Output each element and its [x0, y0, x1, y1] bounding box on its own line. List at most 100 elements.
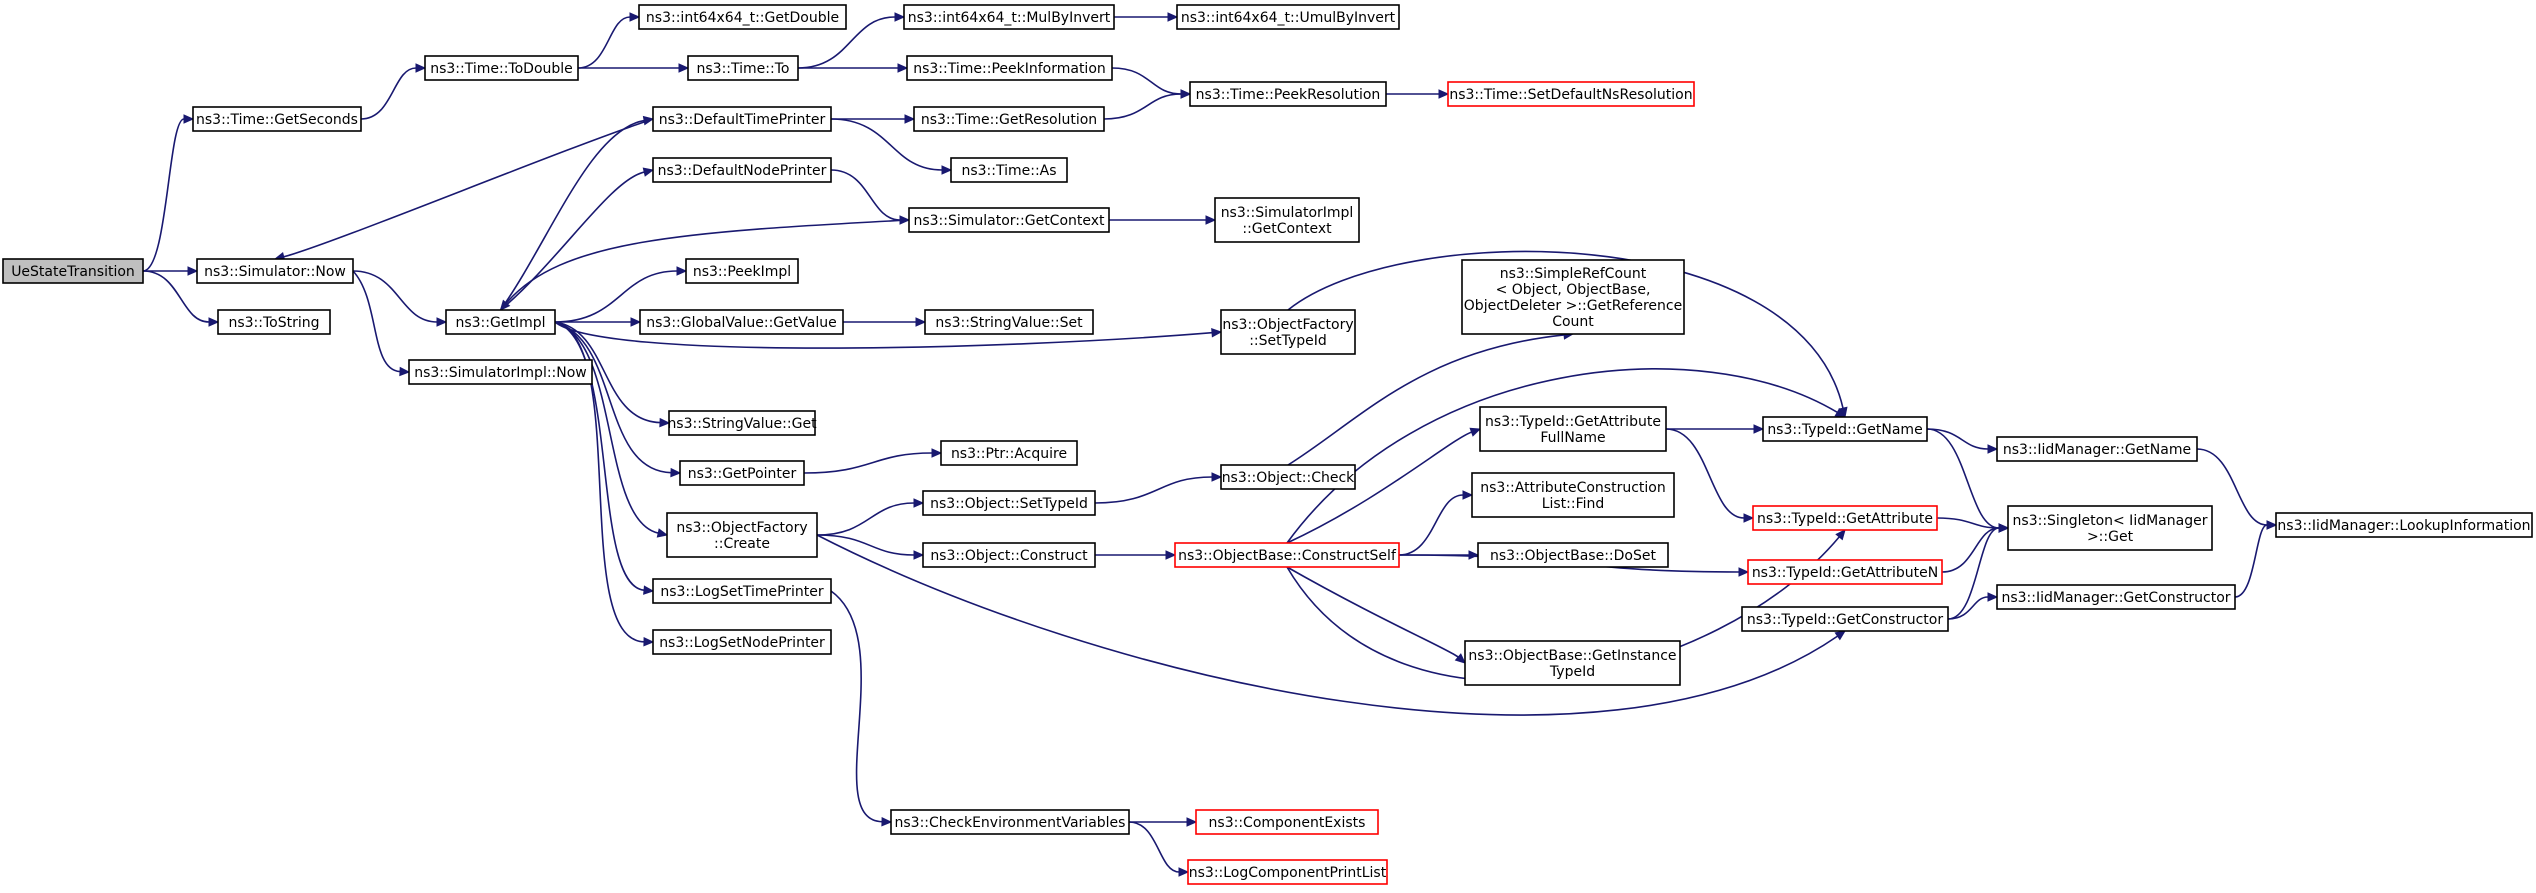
node-box[interactable]: [652, 106, 832, 132]
node-box[interactable]: [192, 106, 362, 132]
node-box[interactable]: [668, 410, 816, 436]
node-box[interactable]: [1187, 859, 1388, 885]
node-box[interactable]: [1741, 606, 1949, 632]
node-ofsettypeid[interactable]: ns3::ObjectFactory::SetTypeId: [1220, 309, 1356, 355]
node-box[interactable]: [666, 512, 818, 558]
node-gvgetvalue[interactable]: ns3::GlobalValue::GetValue: [639, 309, 844, 335]
node-box[interactable]: [1195, 809, 1379, 835]
node-box[interactable]: [950, 157, 1068, 183]
node-box[interactable]: [685, 258, 799, 284]
node-box[interactable]: [1479, 406, 1667, 452]
node-objsettypeid[interactable]: ns3::Object::SetTypeId: [922, 490, 1096, 516]
node-umulbyinvert[interactable]: ns3::int64x64_t::UmulByInvert: [1176, 4, 1400, 30]
node-timeto[interactable]: ns3::Time::To: [687, 55, 799, 81]
node-ptracquire[interactable]: ns3::Ptr::Acquire: [940, 440, 1078, 466]
node-box[interactable]: [1176, 4, 1400, 30]
node-box[interactable]: [903, 4, 1115, 30]
node-box[interactable]: [639, 309, 844, 335]
node-box[interactable]: [924, 309, 1094, 335]
node-uestate[interactable]: UeStateTransition: [2, 258, 144, 284]
node-box[interactable]: [1189, 81, 1387, 107]
node-box[interactable]: [908, 207, 1110, 233]
node-box[interactable]: [424, 55, 579, 81]
node-svget[interactable]: ns3::StringValue::Get: [667, 410, 817, 436]
node-logsettime[interactable]: ns3::LogSetTimePrinter: [652, 578, 832, 604]
node-checkenv[interactable]: ns3::CheckEnvironmentVariables: [890, 809, 1130, 835]
node-ofcreate[interactable]: ns3::ObjectFactory::Create: [666, 512, 818, 558]
node-simnow[interactable]: ns3::Simulator::Now: [196, 258, 354, 284]
node-box[interactable]: [1477, 542, 1669, 568]
node-obdoset[interactable]: ns3::ObjectBase::DoSet: [1477, 542, 1669, 568]
node-box[interactable]: [1464, 640, 1681, 686]
node-box[interactable]: [1447, 81, 1695, 107]
node-box[interactable]: [2, 258, 144, 284]
node-tidgetconstructor[interactable]: ns3::TypeId::GetConstructor: [1741, 606, 1949, 632]
node-box[interactable]: [445, 309, 556, 335]
node-box[interactable]: [890, 809, 1130, 835]
node-box[interactable]: [1174, 542, 1400, 568]
node-box[interactable]: [652, 578, 832, 604]
node-box[interactable]: [906, 55, 1113, 81]
node-simplerefcount[interactable]: ns3::SimpleRefCount< Object, ObjectBase,…: [1461, 259, 1685, 335]
node-obconstructself[interactable]: ns3::ObjectBase::ConstructSelf: [1174, 542, 1400, 568]
node-timeas[interactable]: ns3::Time::As: [950, 157, 1068, 183]
node-iidlookup[interactable]: ns3::IidManager::LookupInformation: [2275, 512, 2533, 538]
node-box[interactable]: [913, 106, 1105, 132]
node-box[interactable]: [922, 542, 1096, 568]
node-box[interactable]: [687, 55, 799, 81]
node-peekimpl[interactable]: ns3::PeekImpl: [685, 258, 799, 284]
node-iidgetname[interactable]: ns3::IidManager::GetName: [1996, 436, 2198, 462]
node-getpointer[interactable]: ns3::GetPointer: [679, 460, 805, 486]
node-deftimeprinter[interactable]: ns3::DefaultTimePrinter: [652, 106, 832, 132]
node-box[interactable]: [1752, 505, 1938, 531]
node-singletonget[interactable]: ns3::Singleton< IidManager>::Get: [2007, 505, 2213, 551]
node-box[interactable]: [408, 359, 593, 385]
node-peekresolution[interactable]: ns3::Time::PeekResolution: [1189, 81, 1387, 107]
node-compexists[interactable]: ns3::ComponentExists: [1195, 809, 1379, 835]
node-box[interactable]: [1762, 416, 1928, 442]
node-getseconds[interactable]: ns3::Time::GetSeconds: [192, 106, 362, 132]
node-svset[interactable]: ns3::StringValue::Set: [924, 309, 1094, 335]
node-box[interactable]: [1214, 197, 1360, 243]
node-i64getdouble[interactable]: ns3::int64x64_t::GetDouble: [638, 4, 847, 30]
node-tidgetattrn[interactable]: ns3::TypeId::GetAttributeN: [1747, 559, 1943, 585]
node-box[interactable]: [2275, 512, 2533, 538]
node-tostring[interactable]: ns3::ToString: [217, 309, 331, 335]
node-simgetcontext[interactable]: ns3::Simulator::GetContext: [908, 207, 1110, 233]
node-objcheck[interactable]: ns3::Object::Check: [1220, 464, 1356, 490]
node-box[interactable]: [652, 629, 832, 655]
node-mulbyinvert[interactable]: ns3::int64x64_t::MulByInvert: [903, 4, 1115, 30]
node-tidgetname[interactable]: ns3::TypeId::GetName: [1762, 416, 1928, 442]
node-box[interactable]: [1220, 309, 1356, 355]
node-box[interactable]: [1220, 464, 1356, 490]
node-box[interactable]: [1461, 259, 1685, 335]
node-iidgetconstructor[interactable]: ns3::IidManager::GetConstructor: [1996, 584, 2236, 610]
node-box[interactable]: [1996, 584, 2236, 610]
node-tidgetattribute[interactable]: ns3::TypeId::GetAttribute: [1752, 505, 1938, 531]
node-box[interactable]: [1996, 436, 2198, 462]
node-box[interactable]: [196, 258, 354, 284]
node-box[interactable]: [1747, 559, 1943, 585]
node-getimpl[interactable]: ns3::GetImpl: [445, 309, 556, 335]
node-box[interactable]: [652, 157, 832, 183]
node-objconstruct[interactable]: ns3::Object::Construct: [922, 542, 1096, 568]
node-simimplgetcontext[interactable]: ns3::SimulatorImpl::GetContext: [1214, 197, 1360, 243]
node-box[interactable]: [2007, 505, 2213, 551]
node-defnodeprinter[interactable]: ns3::DefaultNodePrinter: [652, 157, 832, 183]
node-todouble[interactable]: ns3::Time::ToDouble: [424, 55, 579, 81]
node-logsetnode[interactable]: ns3::LogSetNodePrinter: [652, 629, 832, 655]
node-box[interactable]: [679, 460, 805, 486]
node-box[interactable]: [638, 4, 847, 30]
node-box[interactable]: [922, 490, 1096, 516]
node-box[interactable]: [217, 309, 331, 335]
node-setdefaultns[interactable]: ns3::Time::SetDefaultNsResolution: [1447, 81, 1695, 107]
node-simimplnow[interactable]: ns3::SimulatorImpl::Now: [408, 359, 593, 385]
node-peekinfo[interactable]: ns3::Time::PeekInformation: [906, 55, 1113, 81]
node-logcompprint[interactable]: ns3::LogComponentPrintList: [1187, 859, 1388, 885]
node-getresolution[interactable]: ns3::Time::GetResolution: [913, 106, 1105, 132]
node-box[interactable]: [940, 440, 1078, 466]
node-box[interactable]: [1471, 472, 1675, 518]
